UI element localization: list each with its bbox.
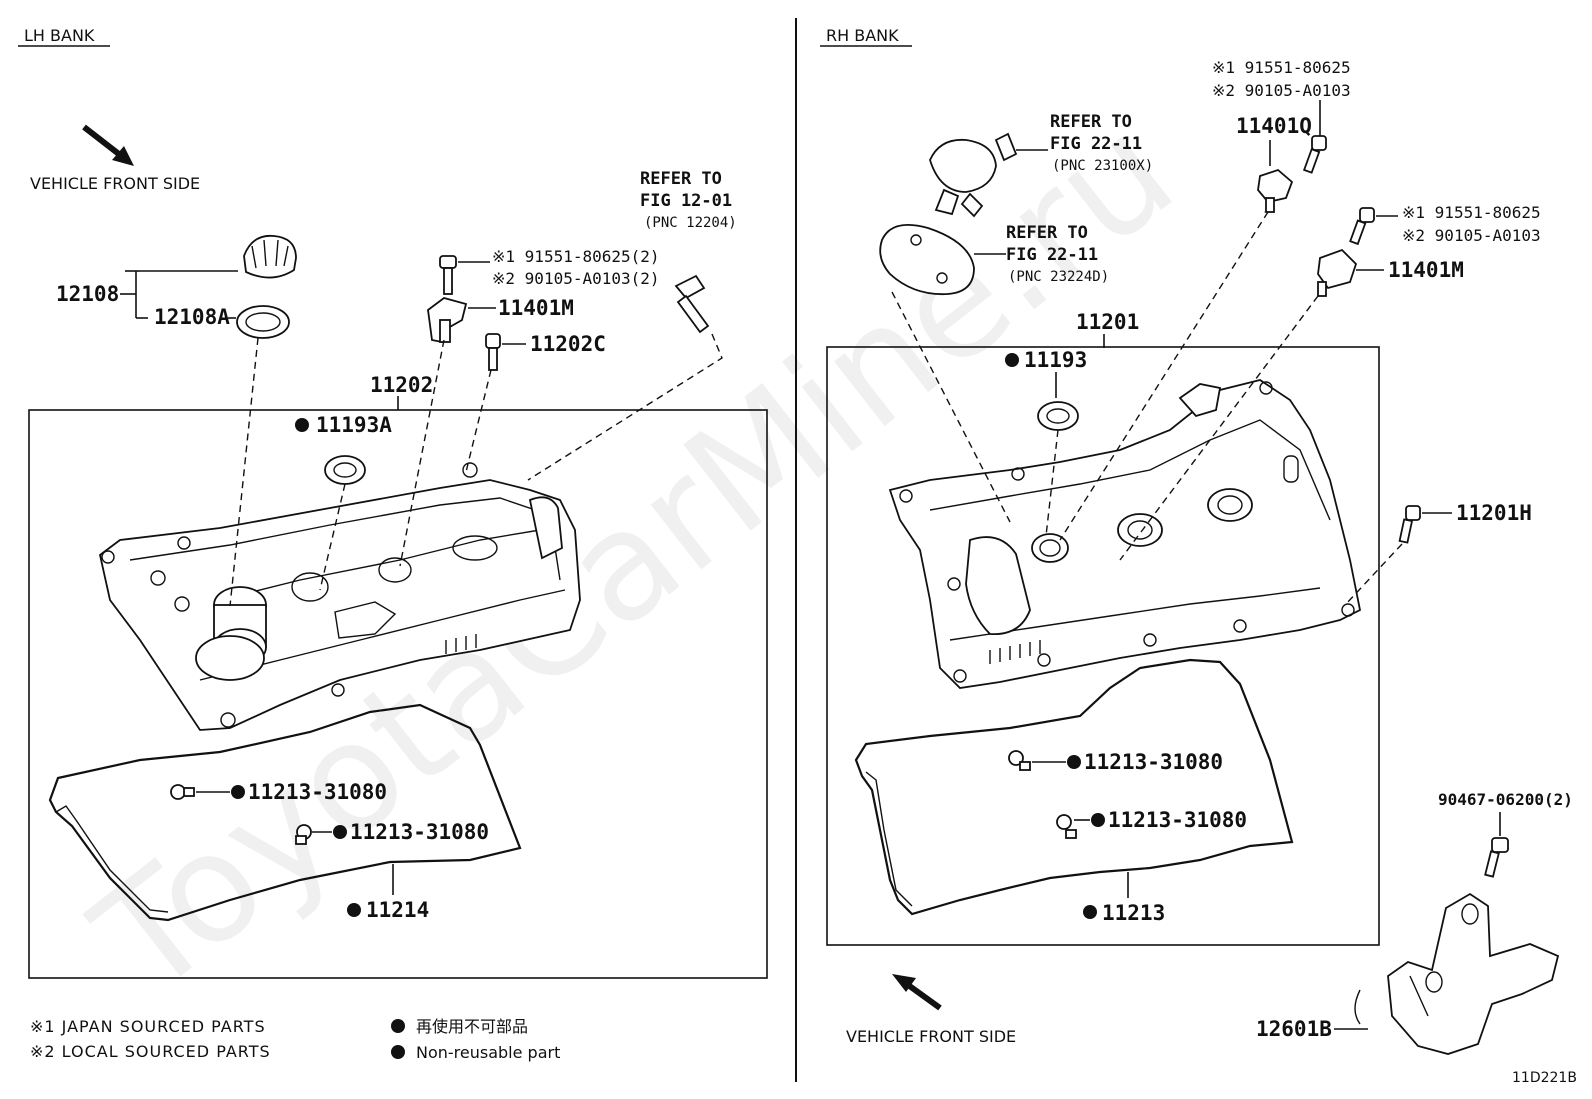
rh-cam-sensor-m-drawing <box>1317 248 1358 297</box>
lh-cam-sensor-drawing <box>427 297 468 344</box>
label-12108: 12108 <box>56 282 119 306</box>
legend-note-2: ※2 LOCAL SOURCED PARTS <box>30 1042 271 1061</box>
rh-refer-a-3: (PNC 23100X) <box>1052 158 1153 174</box>
lh-refer-2: FIG 12-01 <box>640 191 732 211</box>
engine-hanger-drawing <box>1354 892 1560 1055</box>
oil-filler-cap-drawing <box>243 234 297 279</box>
lh-bolt-drawing <box>439 255 457 295</box>
rh-vehicle-front-label: VEHICLE FRONT SIDE <box>846 1027 1016 1046</box>
label-11202: 11202 <box>370 373 433 397</box>
rh-bank-header: RH BANK <box>826 26 899 45</box>
lh-bank-header: LH BANK <box>24 26 95 45</box>
rh-m-bolt-label-2: ※2 90105-A0103 <box>1402 226 1541 245</box>
hanger-bolt-drawing <box>1484 837 1509 878</box>
label-11213-lh-a: 11213-31080 <box>248 780 387 804</box>
legend: ※1 JAPAN SOURCED PARTS ※2 LOCAL SOURCED … <box>30 1017 560 1062</box>
label-11193A: 11193A <box>316 413 392 437</box>
rh-bank-panel: RH BANK REFER TO FIG 22-11 (PNC 23100X) … <box>820 26 1577 1086</box>
rh-q-bolt-drawing <box>1302 135 1327 174</box>
lh-bolt-label-1: ※1 91551-80625(2) <box>492 247 660 266</box>
label-11213-rh: 11213 <box>1102 901 1165 925</box>
lh-clip-1-drawing <box>170 784 195 800</box>
figure-code: 11D221B <box>1512 1070 1577 1086</box>
rh-q-bolt-label-2: ※2 90105-A0103 <box>1212 81 1351 100</box>
lh-plug-tube-seal-drawing <box>324 455 366 485</box>
lh-clip-2-drawing <box>295 824 312 845</box>
rh-assembly-frame <box>826 346 1380 946</box>
rh-plug-tube-seal-drawing <box>1037 401 1079 431</box>
lh-refer-3: (PNC 12204) <box>644 215 737 231</box>
rh-refer-a-1: REFER TO <box>1050 112 1132 132</box>
rh-refer-a-2: FIG 22-11 <box>1050 134 1142 154</box>
rh-clip-2-drawing <box>1056 814 1077 839</box>
rh-refer-b-2: FIG 22-11 <box>1006 245 1098 265</box>
rh-q-bolt-label-1: ※1 91551-80625 <box>1212 58 1351 77</box>
label-11201H: 11201H <box>1456 501 1532 525</box>
label-11401M-lh: 11401M <box>498 296 574 320</box>
label-11193: 11193 <box>1024 348 1087 372</box>
label-11201: 11201 <box>1076 310 1139 334</box>
label-90467: 90467-06200(2) <box>1438 790 1573 809</box>
label-11213-rh-b: 11213-31080 <box>1108 808 1247 832</box>
legend-note-1: ※1 JAPAN SOURCED PARTS <box>30 1017 266 1036</box>
rh-stud-drawing <box>1398 505 1421 544</box>
label-12108A: 12108A <box>154 305 230 329</box>
label-11214: 11214 <box>366 898 429 922</box>
lh-refer-1: REFER TO <box>640 169 722 189</box>
legend-nonreusable-en: Non-reusable part <box>416 1043 560 1062</box>
rh-clip-1-drawing <box>1008 750 1031 771</box>
pcv-valve-drawing <box>674 274 710 334</box>
oil-cap-gasket-drawing <box>236 305 290 339</box>
lh-head-cover-gasket-drawing <box>48 703 522 922</box>
rh-front-arrow-icon <box>892 974 942 1011</box>
lh-stud-drawing <box>485 333 501 371</box>
lh-front-arrow-icon <box>82 124 134 166</box>
rh-refer-b-3: (PNC 23224D) <box>1008 269 1109 285</box>
legend-nonreusable-jp: 再使用不可部品 <box>416 1017 528 1036</box>
rh-refer-b-1: REFER TO <box>1006 223 1088 243</box>
rh-m-bolt-label-1: ※1 91551-80625 <box>1402 203 1541 222</box>
fuel-pump-gasket-drawing <box>879 224 975 296</box>
label-11401Q: 11401Q <box>1236 114 1312 138</box>
label-11213-lh-b: 11213-31080 <box>350 820 489 844</box>
label-12601B: 12601B <box>1256 1017 1332 1041</box>
label-11202C: 11202C <box>530 332 606 356</box>
lh-bank-panel: LH BANK VEHICLE FRONT SIDE 12108 12108A <box>18 26 768 979</box>
rh-head-cover-gasket-drawing <box>854 658 1294 916</box>
rh-cylinder-head-cover-drawing <box>888 379 1362 689</box>
label-11401M-rh: 11401M <box>1388 258 1464 282</box>
fuel-pump-drawing <box>929 132 1018 218</box>
rh-m-bolt-drawing <box>1349 207 1375 246</box>
lh-vehicle-front-label: VEHICLE FRONT SIDE <box>30 174 200 193</box>
label-11213-rh-a: 11213-31080 <box>1084 750 1223 774</box>
lh-cylinder-head-cover-drawing <box>98 462 581 731</box>
rh-cam-sensor-q-drawing <box>1257 168 1294 213</box>
lh-bolt-label-2: ※2 90105-A0103(2) <box>492 269 660 288</box>
